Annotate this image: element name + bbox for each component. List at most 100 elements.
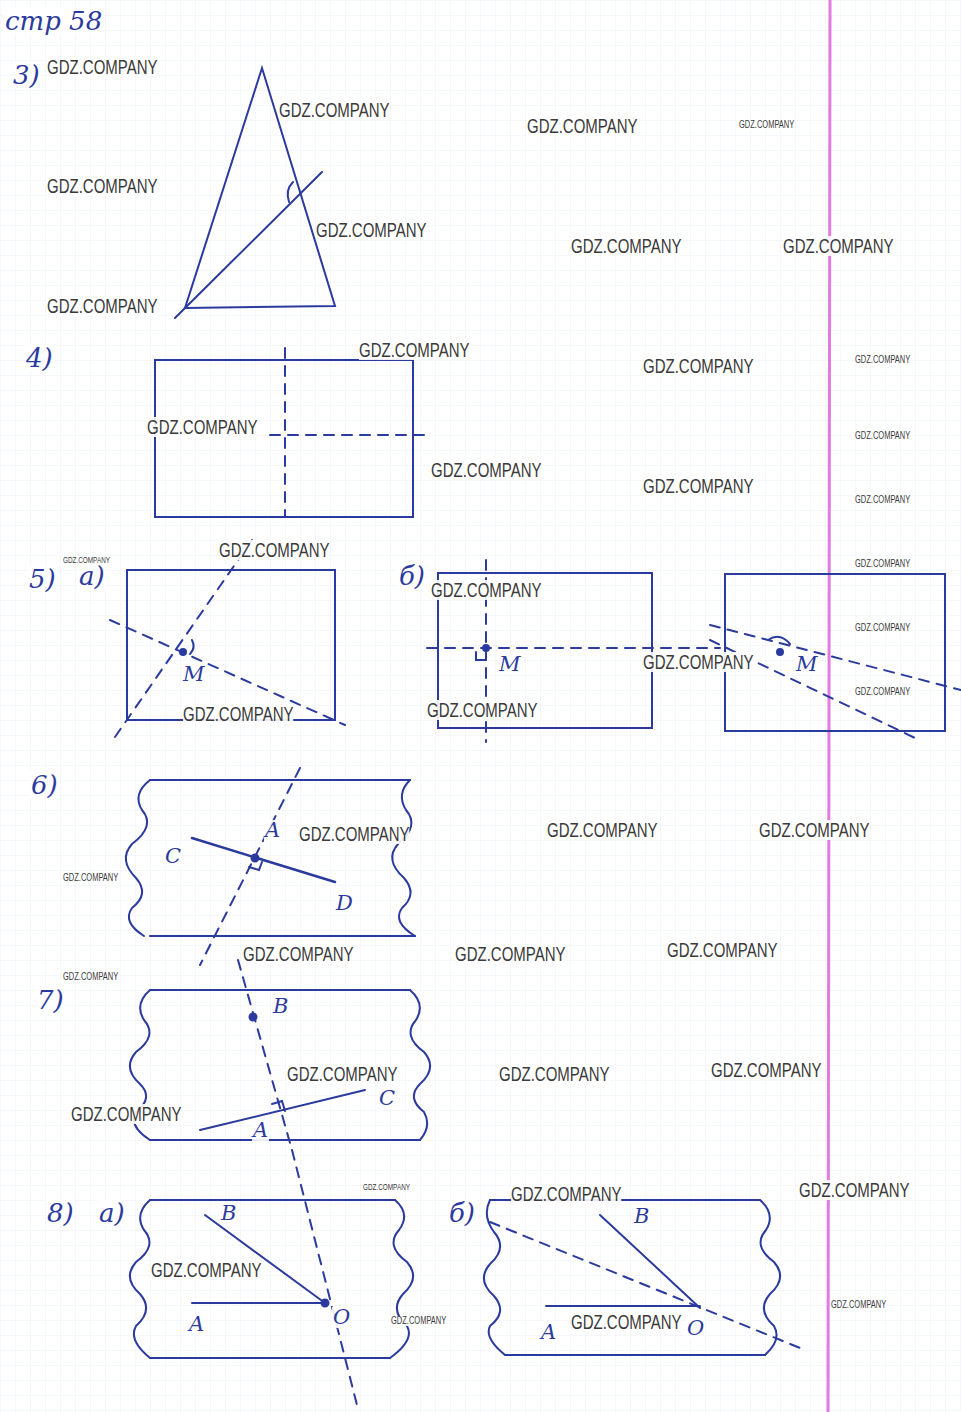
exercise-number: 3)	[12, 62, 41, 88]
symmetry-axis	[270, 434, 432, 436]
watermark: GDZ.COMPANY	[511, 1184, 622, 1204]
bisector-line	[490, 1222, 805, 1350]
strip-edge	[150, 989, 410, 991]
right-angle-mark	[272, 1101, 285, 1111]
point-label: C	[164, 846, 182, 867]
strip-edge	[150, 1139, 420, 1141]
watermark: GDZ.COMPANY	[63, 873, 118, 883]
rectangle	[127, 570, 335, 720]
watermark: GDZ.COMPANY	[359, 340, 470, 360]
point-label: B	[220, 1203, 237, 1224]
symmetry-axis	[284, 348, 286, 517]
watermark: GDZ.COMPANY	[571, 236, 682, 256]
margin-line	[828, 0, 830, 1412]
watermark: GDZ.COMPANY	[427, 700, 538, 720]
point-label: M	[182, 664, 206, 685]
bisector-line	[175, 172, 322, 318]
point-label: M	[795, 654, 819, 675]
exercise-number: б)	[398, 563, 426, 589]
watermark: GDZ.COMPANY	[527, 116, 638, 136]
strip-edge	[150, 1199, 395, 1201]
watermark: GDZ.COMPANY	[431, 580, 542, 600]
wavy-edge	[760, 1200, 780, 1355]
wavy-edge	[390, 1200, 413, 1358]
right-angle-mark	[476, 652, 486, 660]
dashed-line	[110, 620, 345, 725]
watermark: GDZ.COMPANY	[299, 824, 410, 844]
watermark: GDZ.COMPANY	[855, 559, 910, 569]
watermark: GDZ.COMPANY	[643, 652, 754, 672]
bisector-line	[292, 1150, 357, 1405]
point-label: D	[335, 893, 354, 914]
watermark: GDZ.COMPANY	[571, 1312, 682, 1332]
angle-arc	[190, 640, 194, 654]
wavy-edge	[130, 1200, 150, 1358]
watermark: GDZ.COMPANY	[499, 1064, 610, 1084]
angle-arc	[768, 637, 790, 644]
watermark: GDZ.COMPANY	[799, 1180, 910, 1200]
wavy-edge	[410, 990, 430, 1140]
exercise-number: 4)	[25, 345, 54, 371]
watermark: GDZ.COMPANY	[455, 944, 566, 964]
watermark: GDZ.COMPANY	[643, 476, 754, 496]
watermark: GDZ.COMPANY	[855, 431, 910, 441]
ray	[546, 1305, 700, 1307]
point-label: B	[272, 996, 289, 1017]
watermark: GDZ.COMPANY	[831, 1300, 886, 1310]
exercise-number: а)	[98, 1200, 126, 1226]
figures	[110, 68, 961, 1405]
perpendicular	[238, 960, 292, 1150]
watermark: GDZ.COMPANY	[243, 944, 354, 964]
wavy-edge	[392, 780, 415, 936]
exercise-number: 6)	[30, 772, 59, 798]
watermark: GDZ.COMPANY	[219, 540, 330, 560]
exercise-number: а)	[78, 563, 106, 589]
ray	[600, 1215, 700, 1308]
watermark: GDZ.COMPANY	[739, 120, 794, 130]
watermark: GDZ.COMPANY	[431, 460, 542, 480]
strip-edge	[150, 779, 410, 781]
point-label: C	[378, 1088, 396, 1109]
point-label: M	[498, 654, 522, 675]
segment	[200, 1090, 365, 1130]
right-angle-mark	[249, 862, 262, 870]
watermark: GDZ.COMPANY	[855, 495, 910, 505]
strip-edge	[150, 1357, 390, 1359]
angle-arc	[288, 182, 293, 202]
watermark: GDZ.COMPANY	[279, 100, 390, 120]
watermark: GDZ.COMPANY	[147, 417, 258, 437]
watermark: GDZ.COMPANY	[855, 687, 910, 697]
watermark: GDZ.COMPANY	[47, 176, 158, 196]
ray	[205, 1215, 325, 1303]
watermark: GDZ.COMPANY	[547, 820, 658, 840]
point	[180, 649, 186, 655]
watermark: GDZ.COMPANY	[759, 820, 870, 840]
watermark: GDZ.COMPANY	[855, 623, 910, 633]
watermark: GDZ.COMPANY	[47, 296, 158, 316]
watermark: GDZ.COMPANY	[855, 355, 910, 365]
watermark: GDZ.COMPANY	[783, 236, 894, 256]
point-label: B	[633, 1206, 650, 1227]
watermark: GDZ.COMPANY	[151, 1260, 262, 1280]
ray	[192, 1302, 325, 1304]
wavy-edge	[126, 780, 150, 936]
point-label: A	[188, 1314, 205, 1335]
point	[250, 1014, 257, 1021]
segment	[192, 838, 335, 882]
strip-edge	[150, 935, 415, 937]
page-heading: стр 58	[4, 8, 103, 34]
watermark: GDZ.COMPANY	[391, 1316, 446, 1326]
point	[252, 855, 259, 862]
exercise-number: 5)	[28, 566, 57, 592]
perpendicular	[200, 768, 300, 965]
dashed-line	[427, 647, 720, 649]
exercise-number: 7)	[36, 987, 65, 1013]
point	[483, 645, 489, 651]
exercise-number: б)	[448, 1200, 476, 1226]
watermark: GDZ.COMPANY	[71, 1104, 182, 1124]
exercise-number: 8)	[46, 1200, 75, 1226]
watermark: GDZ.COMPANY	[316, 220, 427, 240]
watermark: GDZ.COMPANY	[47, 57, 158, 77]
